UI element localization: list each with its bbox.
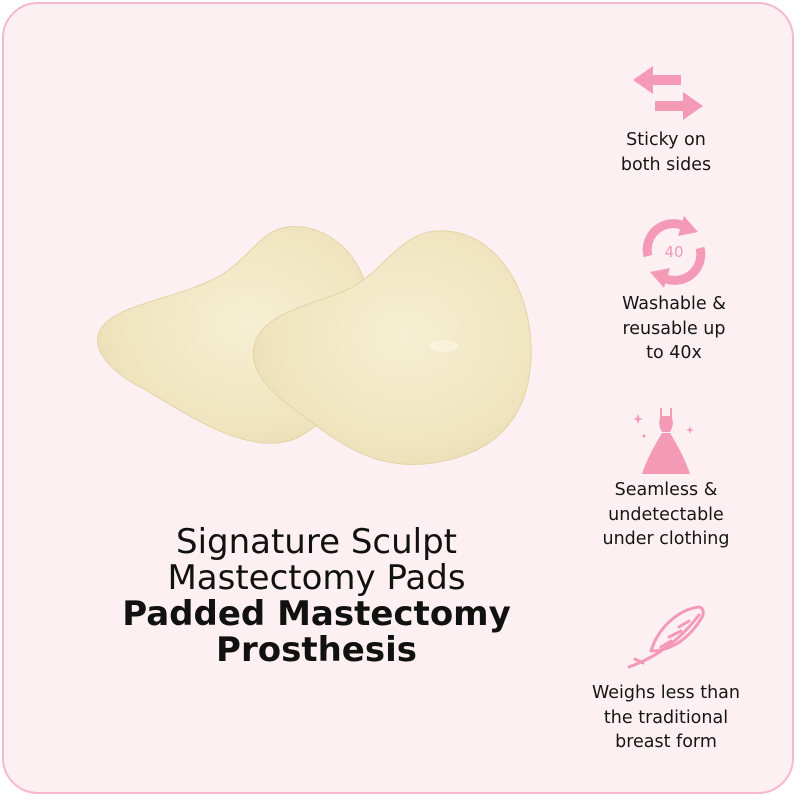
double-arrow-icon — [633, 66, 703, 120]
feature-washable-line-2: reusable up — [622, 318, 726, 339]
title-line-2: Mastectomy Pads — [167, 558, 466, 598]
feather-icon — [627, 605, 705, 669]
recycle-badge: 40 — [664, 243, 683, 261]
feature-lightweight: Weighs less than the traditional breast … — [566, 601, 766, 755]
feature-lightweight-line-1: Weighs less than — [592, 683, 740, 703]
feature-washable: 40 Washable & reusable up to 40x — [574, 212, 774, 366]
feature-sticky-line-1: Sticky on — [626, 130, 706, 150]
title-line-3: Padded Mastectomy — [122, 594, 511, 634]
feature-seamless-line-1: Seamless & — [614, 480, 718, 500]
product-title: Signature Sculpt Mastectomy Pads Padded … — [64, 524, 569, 668]
feature-lightweight-line-2: the traditional — [603, 707, 729, 728]
feature-washable-line-1: Washable & — [622, 294, 726, 314]
product-image — [97, 226, 532, 466]
feature-seamless: Seamless & undetectable under clothing — [566, 406, 766, 552]
feature-lightweight-line-3: breast form — [615, 732, 717, 752]
feature-seamless-line-2: undetectable — [608, 504, 724, 525]
feature-seamless-line-3: under clothing — [602, 529, 730, 549]
feature-sticky-line-2: both sides — [620, 154, 712, 175]
title-line-4: Prosthesis — [216, 630, 417, 670]
feature-sticky: Sticky on both sides — [566, 64, 766, 177]
title-line-1: Signature Sculpt — [175, 522, 457, 562]
pad-front — [252, 230, 532, 466]
recycle-40-icon: 40 — [642, 216, 706, 288]
feature-washable-line-3: to 40x — [646, 343, 702, 363]
dress-sparkle-icon — [633, 408, 694, 474]
